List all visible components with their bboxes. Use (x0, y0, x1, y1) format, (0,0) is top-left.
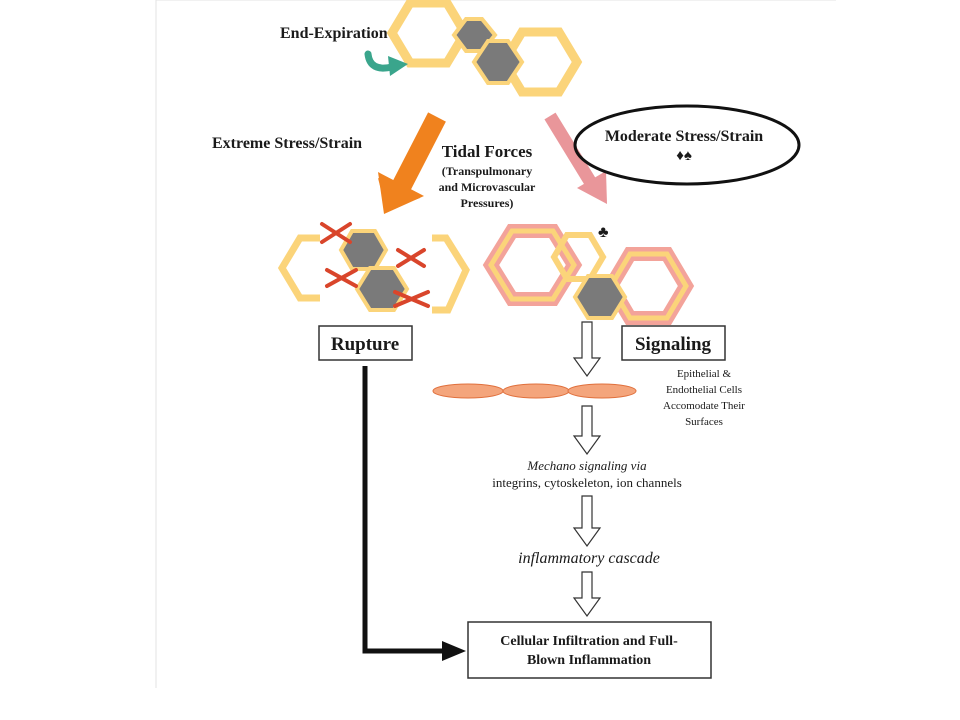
rupture-to-inflammation-arrow (362, 366, 466, 661)
capillary-hexagon (471, 39, 525, 85)
moderate-stress-label: Moderate Stress/Strain (605, 128, 763, 145)
cell-ellipse (432, 383, 504, 399)
epithelial-note-line4: Surfaces (685, 416, 723, 428)
alveolus-hexagon (608, 251, 689, 321)
extreme-stress-label: Extreme Stress/Strain (212, 135, 362, 152)
signaling-label: Signaling (635, 334, 712, 355)
extreme-stress-arrow (378, 112, 446, 214)
outcome-line2: Blown Inflammation (527, 653, 651, 668)
rupture-box (318, 325, 413, 361)
end-expiration-alveoli (386, 0, 583, 97)
capillary-hexagon (572, 274, 628, 320)
epithelial-note-line1: Epithelial & (677, 368, 732, 380)
rupture-cross-icon (396, 248, 426, 268)
epithelial-note: Epithelial & Endothelial Cells Accomodat… (663, 368, 745, 428)
moderate-stress-symbols: ♦♠ (676, 148, 692, 164)
alveolus-hexagon (386, 0, 471, 68)
hollow-down-arrow (572, 571, 602, 618)
alveolus-hexagon (488, 228, 577, 302)
tidal-forces-line1: (Transpulmonary (442, 164, 532, 178)
hollow-down-arrow (572, 321, 602, 378)
rupture-cross-icon (393, 290, 430, 308)
signaling-box (621, 325, 726, 361)
end-expiration-label: End-Expiration (280, 25, 388, 42)
outcome-line1: Cellular Infiltration and Full- (500, 634, 678, 649)
epithelial-note-line3: Accomodate Their (663, 400, 745, 412)
curl-arrow-icon (364, 50, 408, 76)
cell-ellipse (502, 383, 570, 399)
capillary-hexagon (338, 229, 389, 271)
mechano-signaling-line2: integrins, cytoskeleton, ion channels (492, 475, 682, 490)
outcome-box (467, 621, 712, 679)
rupture-cross-icon (320, 222, 352, 244)
signaling-alveoli (482, 224, 695, 325)
tidal-forces-line2: and Microvascular (439, 180, 536, 194)
tidal-forces-line3: Pressures) (461, 196, 514, 210)
inflammatory-cascade-label: inflammatory cascade (518, 550, 660, 567)
hollow-down-arrow (572, 495, 602, 548)
hollow-down-arrow (572, 405, 602, 456)
endothelial-cells (432, 383, 637, 399)
broken-alveolus-right (432, 234, 470, 314)
tidal-forces-label: Tidal Forces (Transpulmonary and Microva… (439, 142, 536, 210)
epithelial-note-line2: Endothelial Cells (666, 384, 742, 396)
club-symbol: ♣ (598, 224, 609, 241)
tidal-forces-title: Tidal Forces (442, 142, 533, 161)
mechano-signaling-line1: Mechano signaling via (526, 458, 647, 473)
broken-alveolus-left (277, 234, 320, 302)
ruptured-alveoli (277, 222, 470, 314)
rupture-label: Rupture (331, 334, 399, 355)
moderate-stress-arrow (544, 112, 607, 204)
rupture-cross-icon (325, 268, 358, 288)
moderate-stress-ellipse (573, 104, 801, 186)
capillary-hexagon (354, 266, 410, 312)
cell-ellipse (567, 383, 637, 399)
